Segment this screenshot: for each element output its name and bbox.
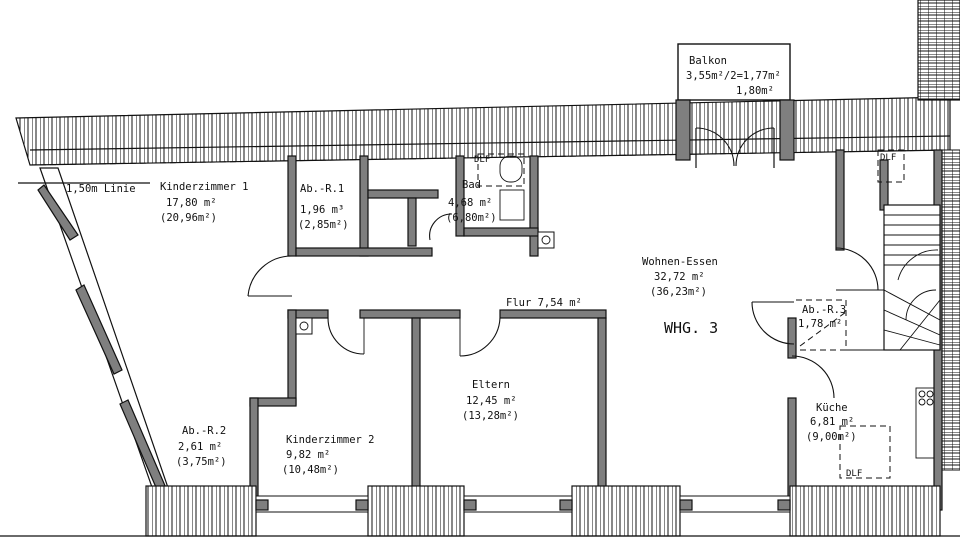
exterior-wall-left (18, 167, 176, 511)
label-abr2: Ab.-R.2 (182, 425, 226, 437)
area-kueche: 6,81 m² (810, 416, 854, 428)
area2-balkon: 1,80m² (736, 85, 774, 97)
area2-kinderzimmer1: (20,96m²) (160, 212, 217, 224)
roof-right (917, 0, 960, 471)
label-flur: Flur 7,54 m² (506, 297, 582, 309)
area2-abr2: (3,75m²) (176, 456, 227, 468)
label-line: 1,50m Linie (66, 183, 136, 195)
kitchen-fixtures (915, 387, 935, 459)
label-bad: Bad (462, 179, 481, 191)
label-kinderzimmer2: Kinderzimmer 2 (286, 434, 375, 446)
area-wohnen: 32,72 m² (654, 271, 705, 283)
staircase (844, 204, 941, 351)
interior-walls (249, 149, 943, 511)
bottom-windows (0, 485, 960, 537)
area2-abr1: (2,85m²) (298, 219, 349, 231)
apartment-label: WHG. 3 (664, 319, 718, 337)
area2-kueche: (9,00m²) (806, 431, 857, 443)
area-abr1: 1,96 m³ (300, 204, 344, 216)
label-balkon: Balkon (689, 55, 727, 67)
balcony (675, 43, 795, 168)
label-wohnen: Wohnen-Essen (642, 256, 718, 268)
area2-kinderzimmer2: (10,48m²) (282, 464, 339, 476)
area-abr2: 2,61 m² (178, 441, 222, 453)
area2-wohnen: (36,23m²) (650, 286, 707, 298)
area2-bad: (6,80m²) (446, 212, 497, 224)
area-kinderzimmer1: 17,80 m² (166, 197, 217, 209)
label-abr3: Ab.-R.3 (802, 304, 846, 316)
label-dlf-kueche: DLF (846, 469, 862, 479)
area-eltern: 12,45 m² (466, 395, 517, 407)
label-dlf-bad: DLF (474, 155, 490, 165)
room-labels: Balkon 3,55m²/2=1,77m² 1,80m² 1,50m Lini… (66, 55, 896, 479)
area-abr3: 1,78 m² (798, 318, 842, 330)
label-eltern: Eltern (472, 379, 510, 391)
label-kueche: Küche (816, 402, 848, 414)
area-bad: 4,68 m² (448, 197, 492, 209)
area-kinderzimmer2: 9,82 m² (286, 449, 330, 461)
area2-eltern: (13,28m²) (462, 410, 519, 422)
label-dlf-stair: DLF (880, 153, 896, 163)
label-kinderzimmer1: Kinderzimmer 1 (160, 181, 249, 193)
area-balkon: 3,55m²/2=1,77m² (686, 70, 781, 82)
label-abr1: Ab.-R.1 (300, 183, 344, 195)
dlf-windows (477, 149, 905, 479)
abr3-outline (796, 299, 847, 351)
